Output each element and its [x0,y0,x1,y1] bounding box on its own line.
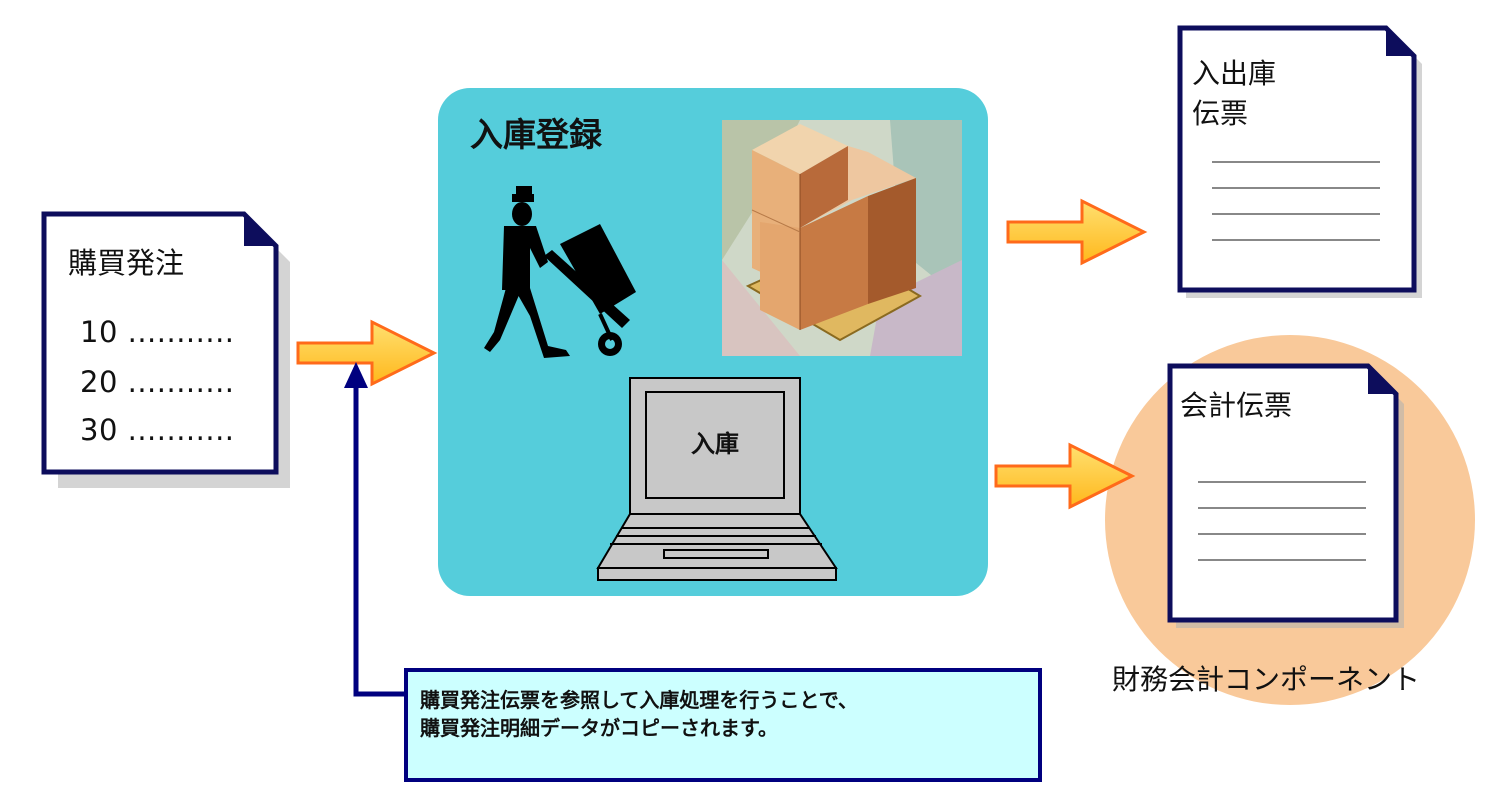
worker-with-handtruck-icon [484,186,636,358]
po-line-item: 30 ........... [80,413,235,447]
inventory-slip-title-line: 入出庫 [1192,57,1277,90]
po-line-item: 10 ........... [80,315,235,349]
note-line: 購買発注明細データがコピーされます。 [420,716,778,740]
purchase-order-title: 購買発注 [68,246,185,280]
note-line: 購買発注伝票を参照して入庫処理を行うことで、 [420,688,858,712]
laptop-screen-label: 入庫 [691,430,739,458]
finance-component-caption: 財務会計コンポーネント [1112,663,1421,696]
inventory-slip-document [1177,25,1422,298]
purchase-order-document [41,211,290,488]
accounting-slip-title: 会計伝票 [1180,389,1293,422]
inventory-slip-title-line: 伝票 [1192,97,1249,130]
goods-receipt-title: 入庫登録 [470,115,602,154]
laptop-icon [596,377,838,581]
arrow-to-receipt [296,319,438,387]
po-line-item: 20 ........... [80,365,235,399]
callout-connector [344,362,404,697]
arrow-to-accounting-slip [994,442,1136,510]
arrow-to-inventory-slip [1006,198,1148,266]
accounting-slip-document [1167,363,1404,628]
boxes-on-pallet-image [722,120,962,356]
note-box [404,668,1042,782]
